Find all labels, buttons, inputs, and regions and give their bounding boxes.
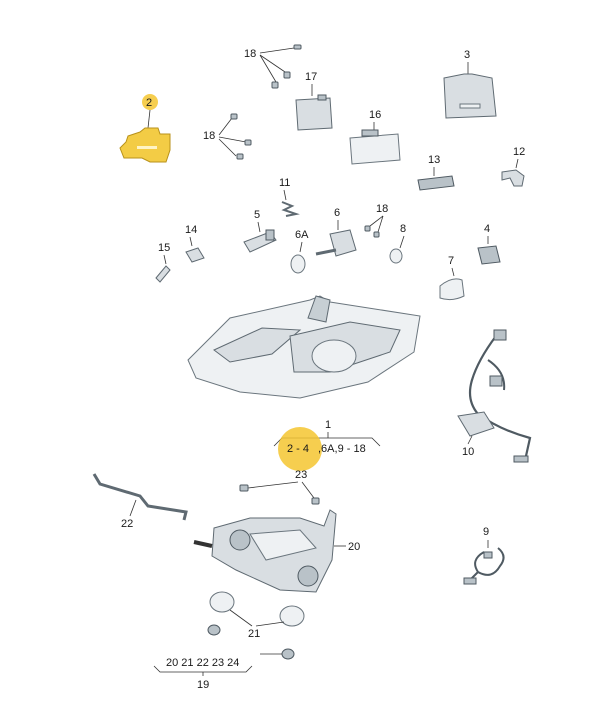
part-18-screws-left[interactable]: 18 <box>203 113 252 160</box>
assembly-1-label: 1 2 - 4 ,6A,9 - 18 <box>273 419 381 471</box>
callout-17: 17 <box>305 71 317 83</box>
callout-9: 9 <box>483 526 489 538</box>
part-3-cap[interactable]: 3 <box>443 49 497 119</box>
part-10-wiring[interactable]: 10 <box>457 329 532 463</box>
callout-19: 19 <box>197 679 209 691</box>
part-22-rod[interactable]: 22 <box>92 473 188 530</box>
part-12-elbow[interactable]: 12 <box>501 146 525 187</box>
callout-10: 10 <box>462 446 474 458</box>
part-6-actuator[interactable]: 6 <box>315 207 357 257</box>
callout-16: 16 <box>369 109 381 121</box>
callout-7: 7 <box>448 255 454 267</box>
callout-11: 11 <box>279 177 290 189</box>
part-5-bulb[interactable]: 5 <box>243 209 277 253</box>
part-18-screws-top[interactable]: 18 <box>244 44 302 89</box>
callout-13: 13 <box>428 154 440 166</box>
part-4-socket[interactable]: 4 <box>477 223 501 265</box>
callout-20: 20 <box>348 541 360 553</box>
part-7-bulb[interactable]: 7 <box>439 255 465 301</box>
callout-18-left: 18 <box>203 130 215 142</box>
part-8-bulb[interactable]: 8 <box>389 223 406 264</box>
callout-21: 21 <box>248 628 260 640</box>
callout-18-top: 18 <box>244 48 256 60</box>
part-18-screws-right[interactable]: 18 <box>364 203 388 238</box>
part-2-bracket[interactable]: 2 <box>119 94 171 163</box>
callout-6: 6 <box>334 207 340 219</box>
callout-18-right: 18 <box>376 203 388 215</box>
headlight-housing[interactable] <box>187 295 421 399</box>
callout-3: 3 <box>464 49 470 61</box>
assembly-19-members: 20 21 22 23 24 <box>166 657 239 669</box>
assembly-1-range-a: 2 - 4 <box>287 443 309 455</box>
assembly-1-range-b: ,6A,9 - 18 <box>318 443 366 455</box>
part-6a-ring[interactable]: 6A <box>290 229 309 274</box>
callout-12: 12 <box>513 146 525 158</box>
callout-6a: 6A <box>295 229 309 241</box>
part-11-clip[interactable]: 11 <box>279 177 300 217</box>
part-14-grommet[interactable]: 14 <box>185 224 205 263</box>
part-9-harness[interactable]: 9 <box>463 526 505 585</box>
callout-23: 23 <box>295 469 307 481</box>
callout-5: 5 <box>254 209 260 221</box>
callout-22: 22 <box>121 518 133 530</box>
callout-14: 14 <box>185 224 197 236</box>
callout-8: 8 <box>400 223 406 235</box>
callout-15: 15 <box>158 242 170 254</box>
part-21-bushings[interactable]: 21 <box>207 591 305 660</box>
part-17-cover[interactable]: 17 <box>295 71 333 131</box>
part-23-screws[interactable]: 23 <box>239 469 320 505</box>
part-16-module[interactable]: 16 <box>349 109 401 165</box>
assembly-19-label: 20 21 22 23 24 19 <box>153 657 253 691</box>
callout-2: 2 <box>146 97 152 109</box>
callout-1: 1 <box>325 419 331 431</box>
callout-4: 4 <box>484 223 490 235</box>
part-15-pin[interactable]: 15 <box>155 242 171 283</box>
part-13-strip[interactable]: 13 <box>417 154 455 191</box>
part-20-base-bracket[interactable]: 20 <box>193 509 360 593</box>
